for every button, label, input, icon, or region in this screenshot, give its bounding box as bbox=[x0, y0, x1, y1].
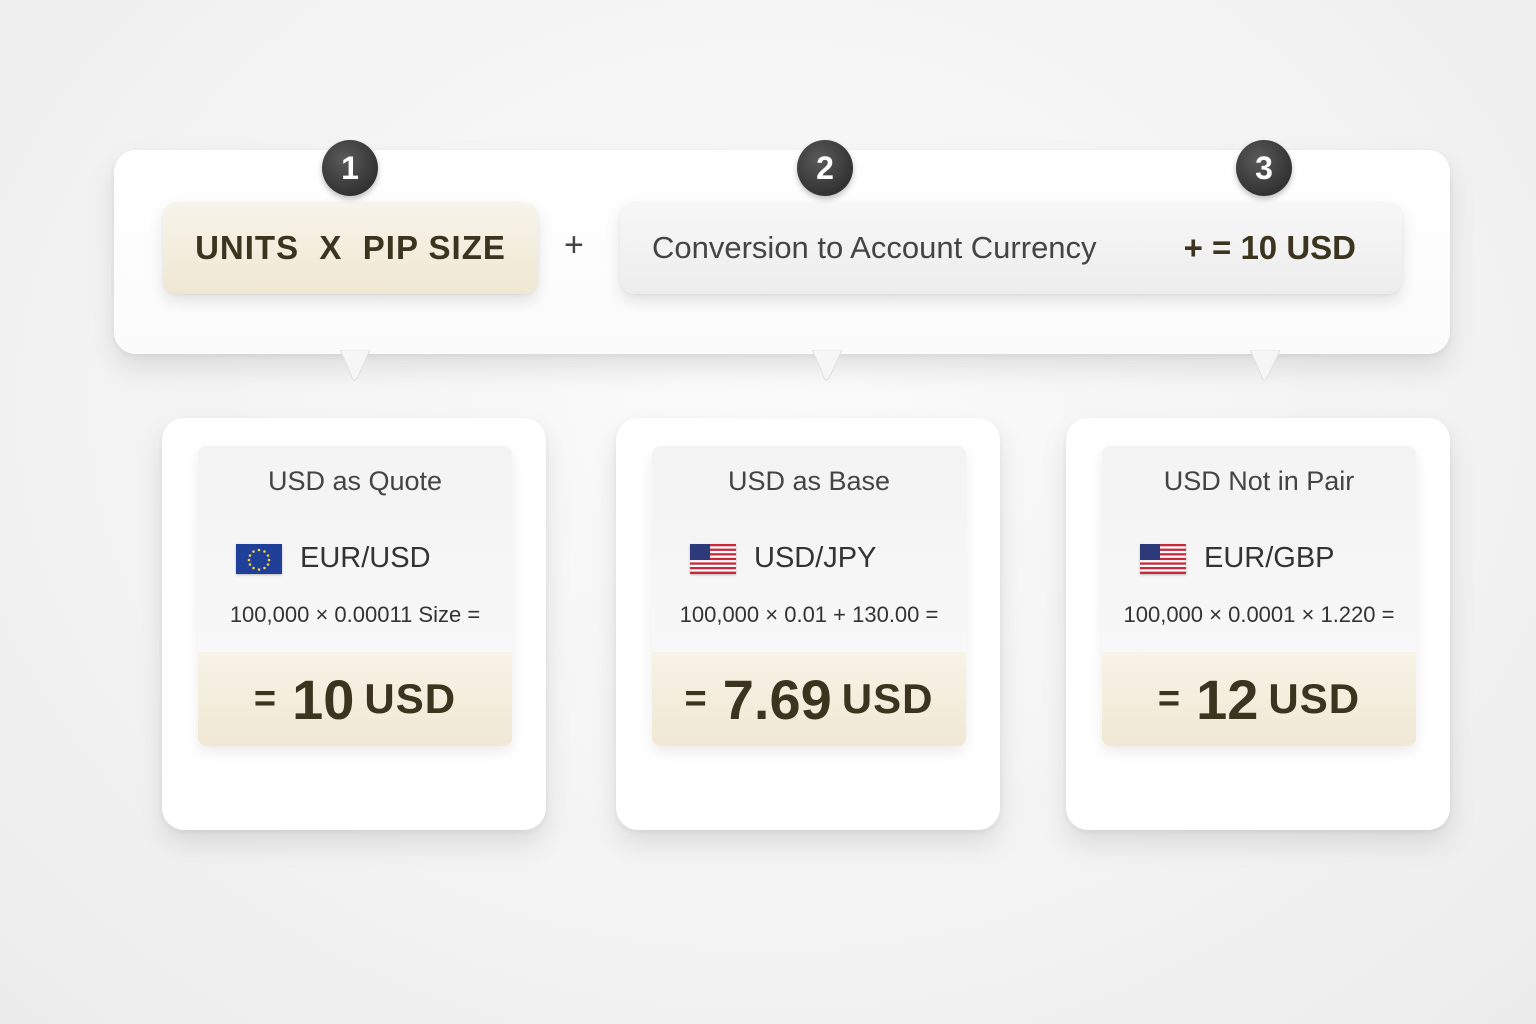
example-inner-card: USD as Quote EUR bbox=[198, 446, 512, 746]
example-inner-card: USD as Base USD/JPY 100,000 × 0.01 + 130… bbox=[652, 446, 966, 746]
calculation-line: 100,000 × 0.0001 × 1.220 = bbox=[1123, 602, 1395, 627]
example-card-usd-base: USD as Base USD/JPY 100,000 × 0.01 + 130… bbox=[616, 418, 1000, 830]
connector-pointer bbox=[340, 350, 370, 390]
calculation-line: 100,000 × 0.00011 Size = bbox=[229, 602, 481, 627]
pair-row: EUR/USD bbox=[236, 542, 431, 575]
units-pip-size-label: UNITS X PIP SIZE bbox=[195, 229, 506, 266]
pair-row: USD/JPY bbox=[690, 542, 876, 575]
step-badge-3: 3 bbox=[1236, 140, 1292, 196]
card-title: USD as Base bbox=[727, 466, 891, 496]
card-title: USD as Quote bbox=[267, 466, 443, 496]
calculation-line: 100,000 × 0.01 + 130.00 = bbox=[679, 602, 939, 627]
example-card-usd-quote: USD as Quote EUR bbox=[162, 418, 546, 830]
plus-operator: + bbox=[564, 226, 584, 264]
step-badge-1: 1 bbox=[322, 140, 378, 196]
conversion-box: Conversion to Account Currency + = 10 US… bbox=[620, 202, 1402, 294]
result-equals: = bbox=[684, 677, 707, 720]
formula-result: + = 10 USD bbox=[1183, 229, 1356, 266]
conversion-label: Conversion to Account Currency bbox=[652, 230, 1097, 265]
result-band: = 7.69 USD bbox=[652, 652, 966, 746]
eu-flag-icon bbox=[236, 543, 282, 574]
example-card-usd-not-in-pair: USD Not in Pair EUR/GBP 100,000 × 0.0001… bbox=[1066, 418, 1450, 830]
result-unit: USD bbox=[1268, 675, 1361, 722]
us-flag-icon bbox=[1140, 543, 1186, 574]
units-pip-size-box: UNITS X PIP SIZE bbox=[163, 202, 538, 294]
result-equals: = bbox=[1157, 677, 1181, 720]
result-value: 10 bbox=[292, 667, 355, 731]
us-flag-icon bbox=[690, 543, 736, 574]
example-inner-card: USD Not in Pair EUR/GBP 100,000 × 0.0001… bbox=[1102, 446, 1416, 746]
step-badge-2: 2 bbox=[797, 140, 853, 196]
result-unit: USD bbox=[841, 675, 934, 722]
pair-row: EUR/GBP bbox=[1140, 542, 1335, 575]
connector-pointer bbox=[1250, 350, 1280, 390]
result-equals: = bbox=[253, 677, 277, 720]
currency-pair: USD/JPY bbox=[754, 542, 877, 574]
result-band: = 10 USD bbox=[198, 652, 512, 746]
result-value: 7.69 bbox=[722, 667, 832, 731]
result-band: = 12 USD bbox=[1102, 652, 1416, 746]
currency-pair: EUR/USD bbox=[300, 542, 431, 574]
connector-pointer bbox=[812, 350, 842, 390]
result-value: 12 bbox=[1196, 667, 1259, 731]
currency-pair: EUR/GBP bbox=[1204, 542, 1335, 574]
result-unit: USD bbox=[364, 675, 457, 722]
card-title: USD Not in Pair bbox=[1163, 466, 1355, 496]
